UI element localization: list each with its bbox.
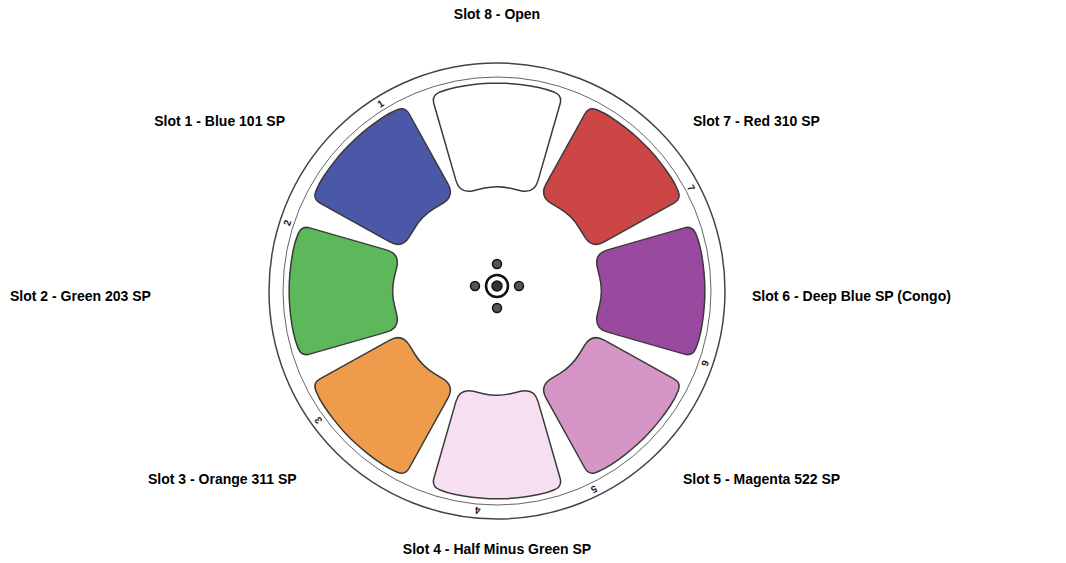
slot-label: Slot 3 - Orange 311 SP (148, 471, 297, 487)
slot-label: Slot 5 - Magenta 522 SP (683, 471, 840, 487)
slot-label: Slot 4 - Half Minus Green SP (403, 541, 591, 557)
filter-slot (433, 391, 560, 499)
hub-screw (515, 282, 524, 291)
filter-slot (433, 83, 560, 191)
filter-slot (289, 227, 397, 354)
slot-number: 4 (475, 505, 481, 515)
filter-slot (315, 338, 451, 474)
wheel-hub (471, 260, 524, 313)
slot-label: Slot 1 - Blue 101 SP (154, 113, 285, 129)
filter-slot (315, 109, 451, 245)
slot-label: Slot 2 - Green 203 SP (10, 288, 151, 304)
wheel-rim (269, 63, 725, 519)
filter-slot (544, 338, 680, 474)
filter-slot (597, 227, 705, 354)
wheel-inner-rim (283, 77, 711, 505)
hub-ring (486, 275, 508, 297)
hub-screw (471, 282, 480, 291)
hub-screw (493, 304, 502, 313)
filter-slot (544, 109, 680, 245)
hub-screw (493, 260, 502, 269)
hub-screw (492, 281, 502, 291)
slot-label: Slot 8 - Open (454, 6, 540, 22)
slot-label: Slot 6 - Deep Blue SP (Congo) (752, 288, 951, 304)
slot-label: Slot 7 - Red 310 SP (693, 113, 820, 129)
